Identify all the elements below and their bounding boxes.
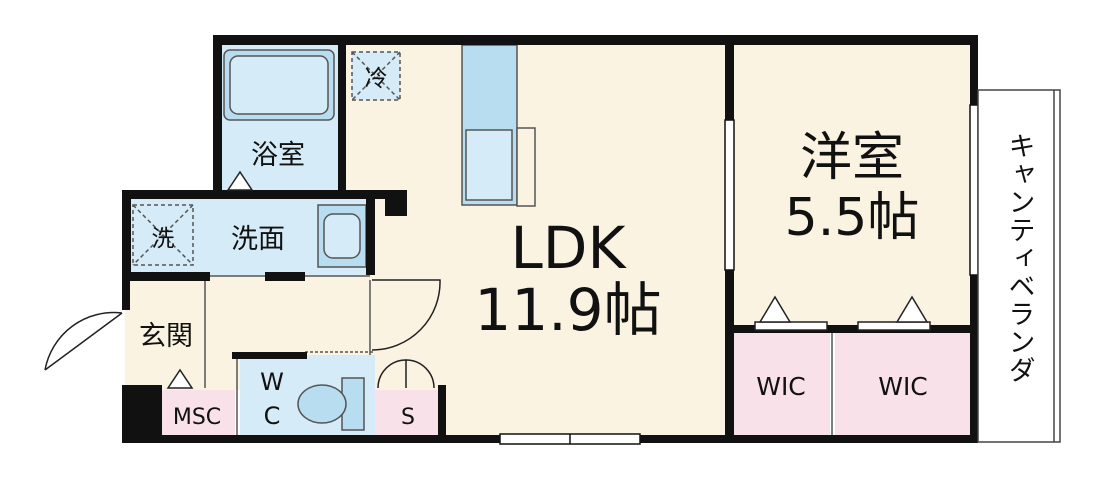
wall-s-right — [438, 385, 446, 443]
storage-door-b — [405, 359, 435, 389]
wc-label-top: W — [260, 368, 284, 396]
wall-washroom-bottom-b — [265, 272, 305, 281]
bath-label: 浴室 — [251, 140, 305, 171]
wc-label-bottom: C — [264, 402, 281, 430]
balcony — [977, 89, 1061, 443]
wall-entrance-left-b — [122, 385, 162, 443]
kitchen-sink — [465, 129, 513, 201]
toilet-bowl — [297, 384, 347, 424]
wic-left-door-marker — [758, 295, 792, 323]
washer-cross-b — [132, 204, 194, 266]
storage-s-floor — [375, 390, 440, 440]
bathtub-inner — [229, 55, 329, 115]
labels: 冷 浴室 洗 洗面 LDK 11.9帖 洋室 5.5帖 玄関 MSC W C S… — [139, 66, 1035, 430]
fridge-cross-b — [351, 51, 401, 101]
storage-s-label: S — [401, 405, 415, 430]
wall-bath-right — [338, 45, 346, 193]
entrance-label: 玄関 — [139, 321, 193, 352]
wic-left-door — [754, 321, 828, 331]
washroom-label: 洗面 — [231, 224, 285, 255]
ldk-door-swing — [371, 279, 441, 351]
wic-right-floor — [835, 330, 972, 440]
balcony-outline — [977, 89, 1061, 443]
wall-washroom-left — [122, 190, 131, 280]
wall-bath-left — [213, 35, 222, 195]
windows — [499, 104, 979, 445]
ldk-floor — [345, 40, 730, 440]
fixtures — [132, 44, 536, 431]
doors — [44, 170, 931, 389]
wic-right-door-marker — [895, 295, 929, 323]
western-room-size: 5.5帖 — [785, 188, 920, 248]
washer-label: 洗 — [152, 226, 175, 252]
window-western-left — [724, 119, 735, 271]
wall-washroom-bottom — [122, 272, 210, 281]
wic-left-floor — [733, 330, 830, 440]
western-room-floor — [730, 40, 975, 330]
wall-column — [385, 190, 407, 216]
entrance-door-swing — [44, 311, 123, 371]
entrance-step-marker — [166, 368, 194, 389]
fridge-cross-a — [351, 51, 401, 101]
balcony-label: キャンティベランダ — [1004, 132, 1035, 384]
western-room-name: 洋室 — [800, 128, 904, 188]
wic-left-label: WIC — [756, 372, 806, 401]
wall-wc-top — [232, 352, 307, 359]
bath-door-marker — [226, 170, 254, 191]
msc-label: MSC — [173, 405, 221, 430]
window-western-right — [969, 104, 979, 276]
fridge-label: 冷 — [365, 66, 388, 92]
wall-wic-top — [725, 325, 976, 333]
ldk-name: LDK — [510, 214, 627, 282]
storage-door-a — [377, 359, 407, 389]
wash-basin-bowl — [323, 213, 361, 259]
wic-right-label: WIC — [878, 372, 928, 401]
wall-top — [213, 35, 976, 45]
counter-wall — [516, 127, 536, 207]
wic-right-door — [857, 321, 931, 331]
ldk-size: 11.9帖 — [474, 276, 661, 344]
wall-entrance-left — [122, 280, 130, 310]
wall-washroom-right-stub — [366, 190, 375, 275]
wall-washroom-top — [122, 190, 407, 199]
msc-floor — [160, 390, 235, 440]
